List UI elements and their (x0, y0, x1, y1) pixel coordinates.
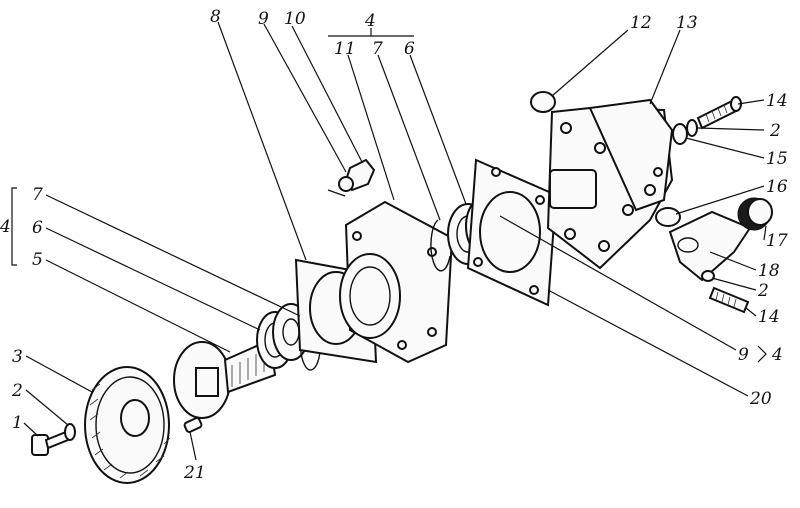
callout-3: 3 (12, 347, 23, 367)
part-washer-2-bottom (701, 270, 715, 282)
callout-4-bracket-right: 4 (771, 345, 783, 365)
callout-10: 10 (284, 9, 306, 29)
part-pin-21 (183, 417, 203, 433)
callout-8: 8 (210, 7, 221, 27)
callout-2-left: 2 (11, 381, 23, 401)
callout-1: 1 (12, 413, 23, 433)
part-pump-body-13 (546, 98, 674, 270)
part-elbow-18 (668, 210, 752, 282)
part-washer-2-top (686, 119, 698, 137)
callout-4-top: 4 (364, 11, 376, 31)
part-washer-9 (338, 176, 354, 192)
callout-14-bottom: 14 (758, 307, 780, 327)
part-screw-14-bottom (708, 286, 750, 314)
callout-18: 18 (758, 261, 780, 281)
callout-14-top: 14 (766, 91, 788, 111)
part-filter-17 (737, 197, 773, 231)
callout-15: 15 (766, 149, 788, 169)
callout-12: 12 (630, 13, 652, 33)
callout-20: 20 (749, 389, 772, 409)
callout-6-top: 6 (404, 39, 415, 59)
part-gear-3 (84, 366, 171, 484)
part-housing-11 (339, 200, 454, 364)
part-flange-shaft-5 (173, 338, 277, 419)
callout-16: 16 (766, 177, 788, 197)
part-plug-12 (530, 91, 556, 113)
callout-2-bottom: 2 (757, 281, 769, 301)
callout-2-top: 2 (769, 121, 781, 141)
callout-11: 11 (334, 39, 356, 59)
callout-17: 17 (766, 231, 788, 251)
callout-21: 21 (183, 463, 206, 483)
callout-labels: 1 2 3 4 5 6 7 21 8 9 10 4 11 7 6 12 13 1… (0, 7, 788, 483)
callout-9-top: 9 (258, 9, 269, 29)
part-washer-15 (672, 123, 688, 145)
part-washer-2 (64, 423, 76, 441)
part-screw-14-top (696, 96, 742, 130)
callout-5: 5 (32, 250, 43, 270)
leader-lines (11, 21, 767, 461)
part-gasket-20 (466, 158, 558, 307)
callout-9-bottom: 9 (738, 345, 749, 365)
callout-4-bracket-left: 4 (0, 217, 11, 237)
callout-6-left: 6 (32, 218, 43, 238)
callout-13: 13 (676, 13, 698, 33)
callout-7-left: 7 (32, 185, 43, 205)
callout-7-top: 7 (372, 39, 383, 59)
part-snap-ring-7-right (430, 219, 451, 272)
part-o-ring-16 (655, 207, 681, 227)
